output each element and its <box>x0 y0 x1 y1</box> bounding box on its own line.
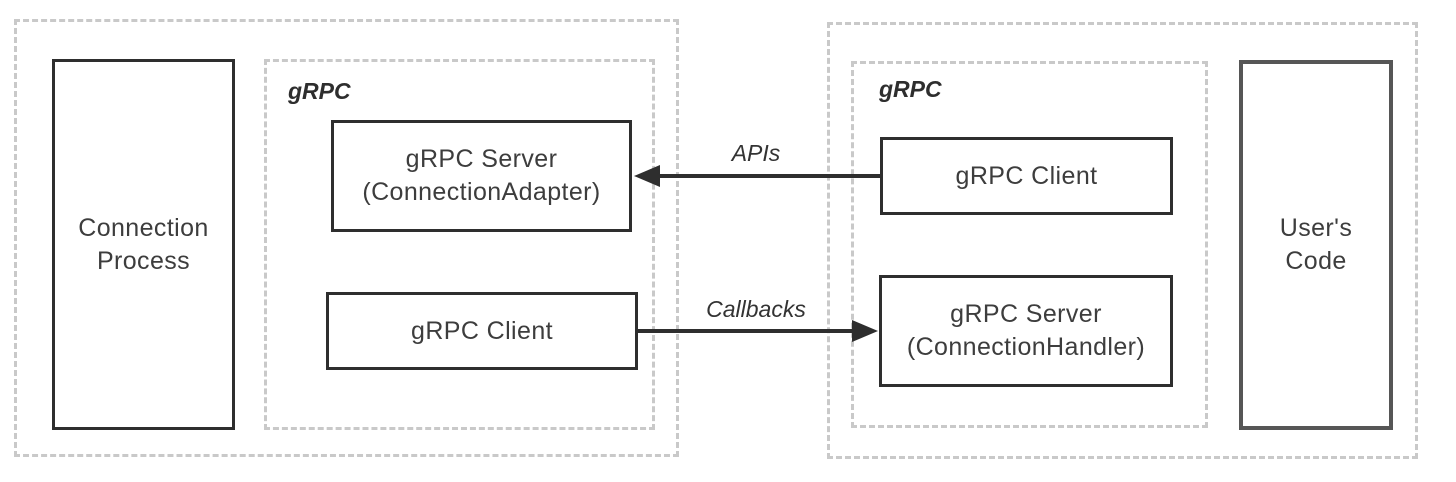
grpc-server-connection-handler-box: gRPC Server (ConnectionHandler) <box>879 275 1173 387</box>
callbacks-arrow-label: Callbacks <box>706 296 806 322</box>
right-grpc-client-label: gRPC Client <box>955 161 1098 190</box>
users-code-label-line1: User's <box>1279 214 1353 242</box>
right-grpc-client-box: gRPC Client <box>880 137 1173 215</box>
connection-process-label-line2: Process <box>96 246 191 275</box>
grpc-server-adapter-label-line1: gRPC Server <box>405 145 558 173</box>
connection-process-box: Connection Process <box>52 59 235 430</box>
users-code-box: User's Code <box>1239 60 1393 430</box>
right-grpc-container-label: gRPC <box>879 76 942 102</box>
grpc-server-handler-label-line1: gRPC Server <box>950 300 1102 328</box>
grpc-server-connection-adapter-box: gRPC Server (ConnectionAdapter) <box>331 120 632 232</box>
left-grpc-client-label: gRPC Client <box>411 316 553 345</box>
apis-arrow-label: APIs <box>731 140 781 166</box>
left-grpc-container-label: gRPC <box>288 78 351 104</box>
grpc-server-handler-label-line2: (ConnectionHandler) <box>906 333 1146 361</box>
users-code-label-line2: Code <box>1285 247 1347 275</box>
left-grpc-client-box: gRPC Client <box>326 292 638 370</box>
users-code-group-container: gRPC gRPC Client gRPC Server (Connection… <box>827 22 1418 459</box>
connection-process-group-container: Connection Process gRPC gRPC Server (Con… <box>14 19 679 457</box>
right-grpc-container: gRPC gRPC Client gRPC Server (Connection… <box>851 61 1208 428</box>
left-grpc-container: gRPC gRPC Server (ConnectionAdapter) gRP… <box>264 59 655 430</box>
connection-process-label-line1: Connection <box>78 213 209 242</box>
grpc-server-adapter-label-line2: (ConnectionAdapter) <box>362 178 601 206</box>
